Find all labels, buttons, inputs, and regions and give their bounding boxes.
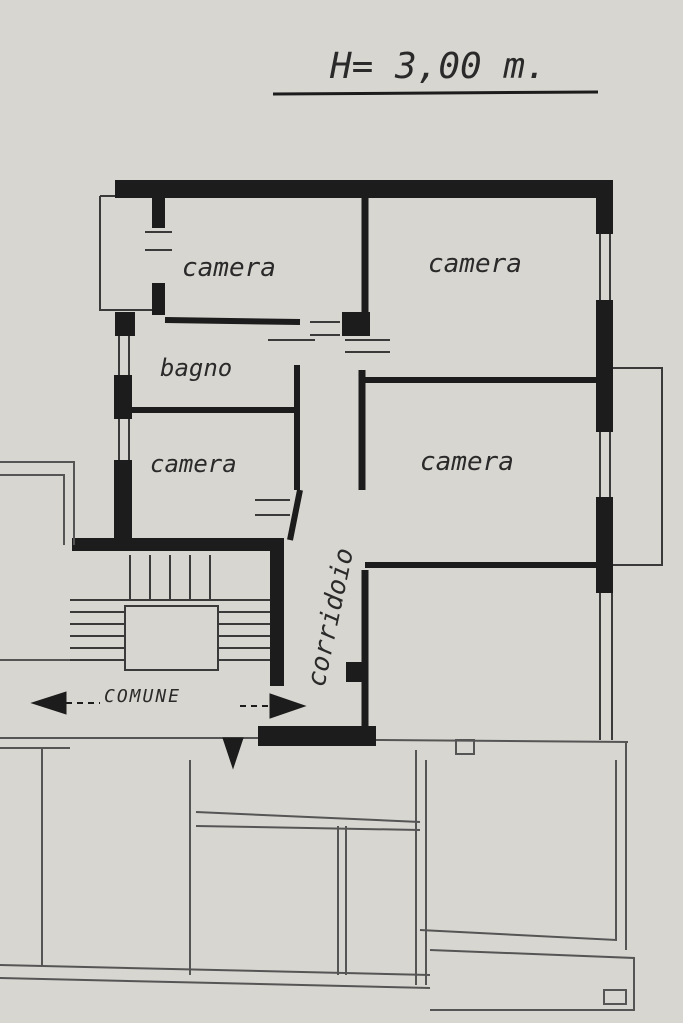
adjacent-units (0, 461, 635, 1011)
room-label-camera-mid-right: camera (420, 447, 514, 477)
left-wall-bedroom (114, 460, 132, 544)
structural-walls (72, 180, 613, 746)
common-area-label: COMUNE (104, 686, 181, 707)
right-wall-upper (596, 180, 613, 234)
left-wall-bath (114, 375, 132, 419)
room-label-bagno: bagno (160, 354, 232, 382)
staircase (70, 555, 270, 671)
corridor-bottom-wall (258, 726, 376, 746)
stair-top-wall (72, 538, 282, 551)
height-note: H= 3,00 m. (329, 46, 547, 87)
corridor-left-wall (270, 538, 284, 686)
arrows (30, 691, 307, 770)
room-label-camera-top-left: camera (182, 253, 276, 283)
left-wall-corner (115, 312, 135, 336)
height-note-underline (272, 90, 599, 96)
corridor-top-block (342, 312, 370, 336)
arrow-down (222, 737, 244, 770)
right-wall-middle (596, 300, 613, 432)
left-stub-top (152, 198, 165, 228)
left-stub-bottom (152, 283, 165, 315)
room-label-camera-top-right: camera (428, 249, 522, 279)
room-label-camera-mid-left: camera (150, 450, 237, 478)
top-wall (115, 180, 613, 198)
windows (99, 195, 663, 740)
corridor-door-block (346, 662, 364, 682)
interior-walls (132, 198, 598, 728)
right-wall-lower (596, 497, 613, 593)
arrow-right (269, 693, 307, 719)
